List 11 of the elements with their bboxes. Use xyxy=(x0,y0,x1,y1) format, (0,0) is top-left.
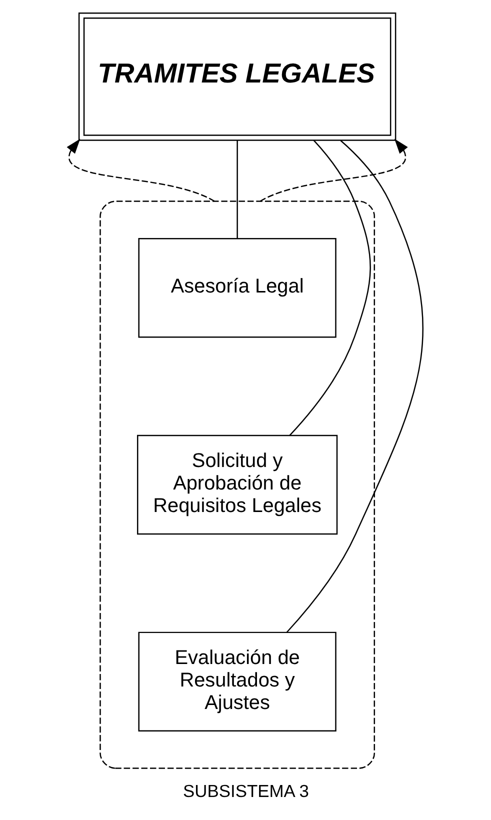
connector xyxy=(286,140,423,633)
arrow xyxy=(66,138,214,202)
cluster xyxy=(99,200,375,769)
node-box: Evaluación de Resultados y Ajustes xyxy=(138,632,336,732)
node-box: TRAMITES LEGALES xyxy=(78,12,396,141)
connector xyxy=(236,140,238,239)
caption: SUBSISTEMA 3 xyxy=(182,781,308,802)
node-box: Solicitud y Aprobación de Requisitos Legales xyxy=(136,434,338,535)
arrow xyxy=(259,138,408,202)
connector xyxy=(288,140,370,436)
node-box: Asesoría Legal xyxy=(138,238,336,338)
